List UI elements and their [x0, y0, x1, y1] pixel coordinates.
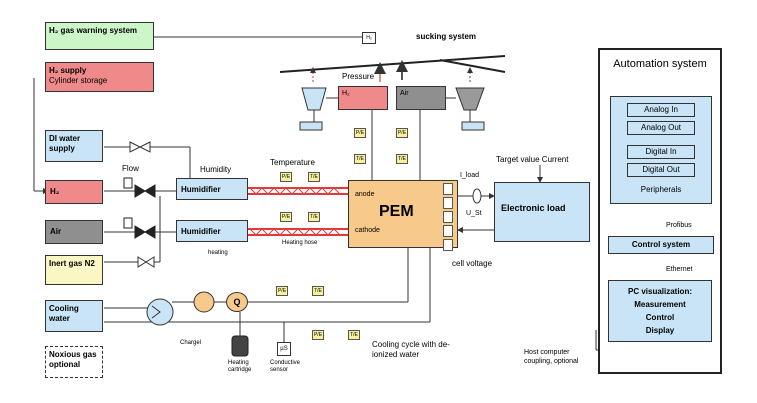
h2-supply-box: H₂ supply Cylinder storage: [45, 62, 154, 92]
te-sensor: T/E: [308, 172, 320, 182]
pem-stack: anode PEM cathode: [348, 180, 458, 251]
sucking-system-label: sucking system: [416, 32, 477, 41]
cooling-water-label: Cooling water: [49, 304, 79, 323]
pc-visualization-box: PC visualization: Measurement Control Di…: [608, 280, 712, 342]
i-load-label: I_load: [460, 172, 480, 179]
hood-left: [279, 55, 506, 73]
pressure-label: Pressure: [342, 72, 375, 81]
pc-line-3: Control: [645, 313, 675, 322]
noxious-gas-label: Noxious gas optional: [49, 350, 97, 369]
humidifier-1-label: Humidifier: [181, 185, 221, 194]
host-computer-label: Host computer coupling, optional: [524, 349, 579, 365]
analog-out: Analog Out: [627, 121, 695, 135]
automation-title: Automation system: [613, 58, 707, 70]
h2-sensor: H₂: [362, 32, 376, 44]
heating-cartridge-label: Heating cartridge: [228, 360, 252, 373]
us-meter: µS: [277, 342, 291, 356]
h2-gas-box: H₂: [45, 180, 103, 204]
control-system-box: Control system: [608, 236, 714, 254]
humidity-label: Humidity: [200, 165, 232, 174]
flow-valve-1: [123, 177, 156, 198]
pe-sensor: P/E: [354, 128, 366, 138]
air-label: Air: [50, 227, 62, 236]
air-pressure-box: Air: [396, 86, 446, 110]
peripherals-box: Analog In Analog Out Digital In Digital …: [610, 96, 712, 204]
pc-line-4: Display: [645, 326, 675, 335]
h2-supply-title: H₂ supply: [49, 66, 87, 75]
q-meter: Q: [226, 292, 248, 312]
pe-sensor: P/E: [280, 172, 292, 182]
valve-inert: [137, 256, 155, 268]
humidifier-2: Humidifier: [176, 220, 248, 242]
pc-line-1: PC visualization:: [627, 287, 692, 296]
di-water-label: DI water supply: [49, 134, 81, 153]
heating-hose-2: [248, 228, 348, 236]
humidifier-1: Humidifier: [176, 178, 248, 200]
te-sensor: T/E: [308, 212, 320, 222]
compressor-right: [455, 87, 485, 111]
heating-hose-label: Heating hose: [282, 240, 318, 246]
flow-label: Flow: [122, 164, 139, 173]
automation-panel: Automation system Analog In Analog Out D…: [598, 48, 722, 374]
pump: [193, 291, 215, 313]
pe-sensor: P/E: [396, 128, 408, 138]
flow-valve-2: [123, 217, 156, 239]
analog-in: Analog In: [627, 103, 695, 117]
heating-cartridge: [231, 335, 249, 357]
te-sensor: T/E: [312, 286, 324, 296]
digital-out: Digital Out: [627, 163, 695, 177]
heating-hose-1: [248, 187, 348, 195]
valve-di: [129, 141, 151, 153]
pe-sensor: P/E: [280, 212, 292, 222]
h2-pressure-label: H₂: [342, 90, 350, 97]
air-box: Air: [45, 220, 103, 244]
humidifier-2-label: Humidifier: [181, 227, 221, 236]
electronic-load-box: Electronic load: [494, 182, 590, 242]
digital-in: Digital In: [627, 145, 695, 159]
trap-right: [461, 121, 485, 131]
h2-supply-sub: Cylinder storage: [49, 76, 108, 85]
cooling-cycle-label: Cooling cycle with de-ionized water: [372, 340, 450, 359]
profibus-label: Profibus: [666, 222, 692, 229]
hood-right: [439, 59, 506, 73]
target-value-label: Target value Current: [496, 155, 569, 164]
chargeback-label: Chargel: [180, 340, 202, 346]
pem-label: PEM: [379, 203, 414, 220]
compressor-left: [301, 87, 327, 111]
di-water-box: DI water supply: [45, 130, 103, 162]
electronic-load-label: Electronic load: [501, 203, 566, 213]
inert-gas-label: Inert gas N2: [49, 259, 95, 268]
cooling-water-box: Cooling water: [45, 300, 103, 332]
h2-pressure-box: H₂: [338, 86, 388, 110]
peripherals-label: Peripherals: [640, 185, 682, 194]
cathode-label: cathode: [355, 227, 380, 234]
te-sensor: T/E: [396, 154, 408, 164]
cell-connectors: [443, 183, 453, 251]
anode-label: anode: [355, 191, 375, 198]
ethernet-label: Ethernet: [666, 266, 693, 273]
h2-warning-label: H₂ gas warning system: [49, 26, 138, 35]
inert-gas-box: Inert gas N2: [45, 255, 103, 285]
te-sensor: T/E: [354, 154, 366, 164]
h2-gas-label: H₂: [50, 187, 60, 196]
conductive-sensor-label: Conductive sensor: [270, 360, 301, 373]
te-sensor: T/E: [348, 330, 360, 340]
trap-left: [299, 121, 323, 131]
air-pressure-label: Air: [400, 90, 409, 97]
temperature-label: Temperature: [270, 158, 315, 167]
cell-voltage-label: cell voltage: [452, 259, 493, 268]
h2-warning-box: H₂ gas warning system: [45, 22, 154, 50]
pe-sensor: P/E: [276, 286, 288, 296]
pe-sensor: P/E: [312, 330, 324, 340]
pc-line-2: Measurement: [634, 300, 686, 309]
heating-label: heating: [208, 250, 228, 256]
noxious-gas-box: Noxious gas optional: [45, 346, 103, 378]
u-st-label: U_St: [466, 210, 482, 217]
